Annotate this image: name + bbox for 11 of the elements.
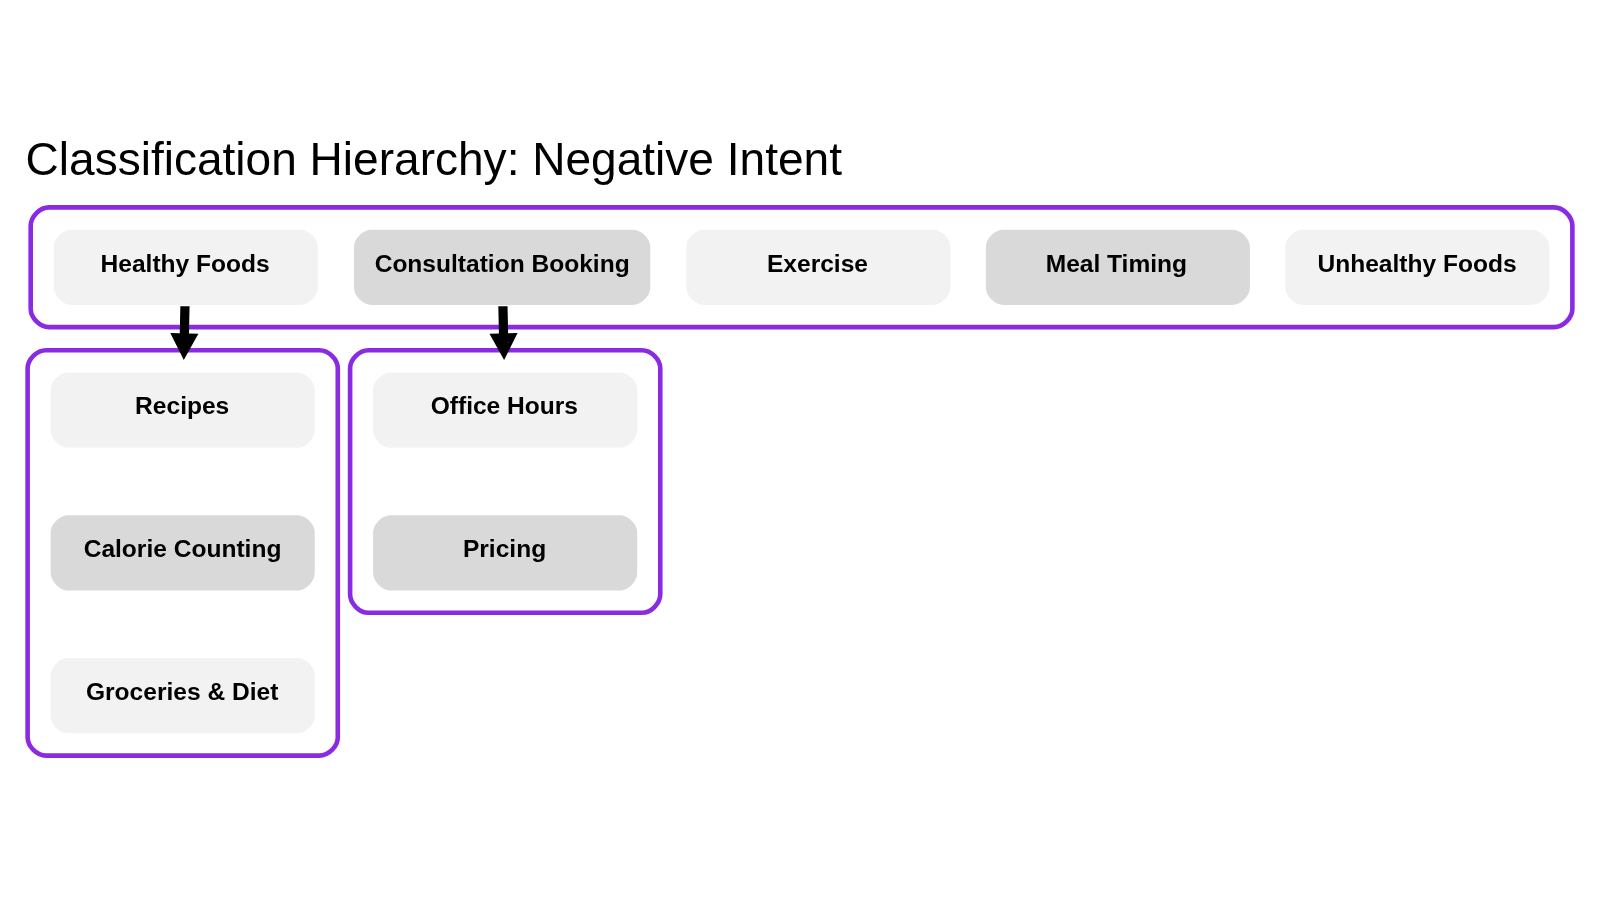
node-box: Pricing (371, 513, 639, 593)
cluster (347, 347, 663, 616)
node-box: Meal Timing (984, 228, 1252, 307)
node-box: Calorie Counting (49, 513, 317, 593)
node-box: Healthy Foods (52, 228, 320, 307)
diagram-title: Classification Hierarchy: Negative Intent (25, 133, 842, 186)
arrow (489, 306, 518, 361)
node-box: Consultation Booking (352, 228, 652, 307)
cluster (25, 347, 341, 758)
cluster (28, 205, 1575, 330)
arrow (170, 306, 199, 361)
